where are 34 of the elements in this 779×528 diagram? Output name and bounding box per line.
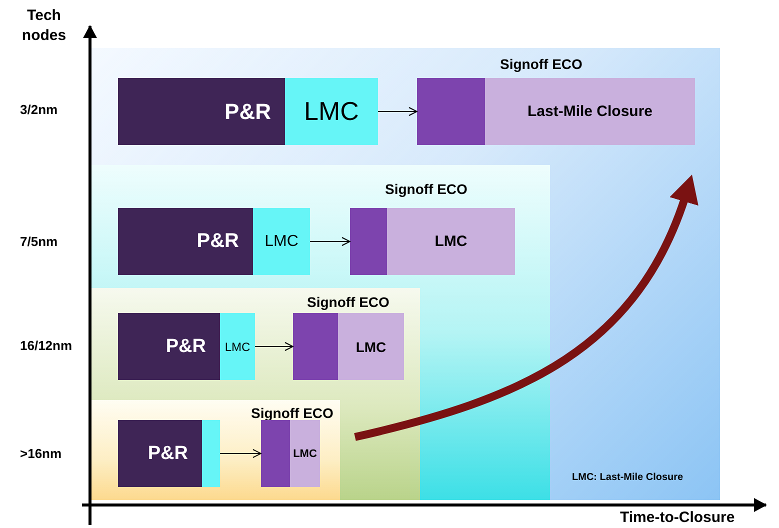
process-bar: LMC bbox=[290, 420, 320, 487]
stage-band bbox=[90, 288, 420, 500]
process-bar: P&R bbox=[118, 208, 253, 275]
tech-node-label: 7/5nm bbox=[20, 234, 58, 249]
arrow bbox=[254, 342, 294, 351]
arrow bbox=[310, 237, 350, 246]
tech-node-label: >16nm bbox=[20, 446, 62, 461]
stage-band bbox=[90, 400, 340, 500]
band-heading: Signoff ECO bbox=[251, 405, 334, 421]
process-bar: P&R bbox=[118, 313, 220, 380]
process-bar: LMC bbox=[253, 208, 310, 275]
arrow bbox=[220, 449, 262, 458]
band-heading: Signoff ECO bbox=[385, 181, 468, 197]
process-bar: LMC bbox=[338, 313, 404, 380]
process-bar: LMC bbox=[285, 78, 378, 145]
empty-bar bbox=[261, 420, 290, 487]
band-heading: Signoff ECO bbox=[307, 294, 390, 310]
stage-band bbox=[90, 48, 720, 500]
axis-title: Tech nodes bbox=[20, 6, 68, 45]
axis-title: Time-to-Closure bbox=[620, 509, 735, 526]
process-bar: Last-Mile Closure bbox=[485, 78, 695, 145]
process-bar: P&R bbox=[118, 420, 202, 487]
process-bar: P&R bbox=[118, 78, 285, 145]
arrow bbox=[378, 107, 418, 116]
tech-node-label: 3/2nm bbox=[20, 102, 58, 117]
empty-bar bbox=[202, 420, 220, 487]
note: LMC: Last-Mile Closure bbox=[572, 472, 684, 483]
process-bar: LMC bbox=[220, 313, 255, 380]
process-bar: LMC bbox=[387, 208, 515, 275]
empty-bar bbox=[350, 208, 387, 275]
empty-bar bbox=[293, 313, 338, 380]
band-heading: Signoff ECO bbox=[500, 56, 582, 72]
stage-band bbox=[90, 165, 550, 500]
tech-node-label: 16/12nm bbox=[20, 338, 72, 353]
